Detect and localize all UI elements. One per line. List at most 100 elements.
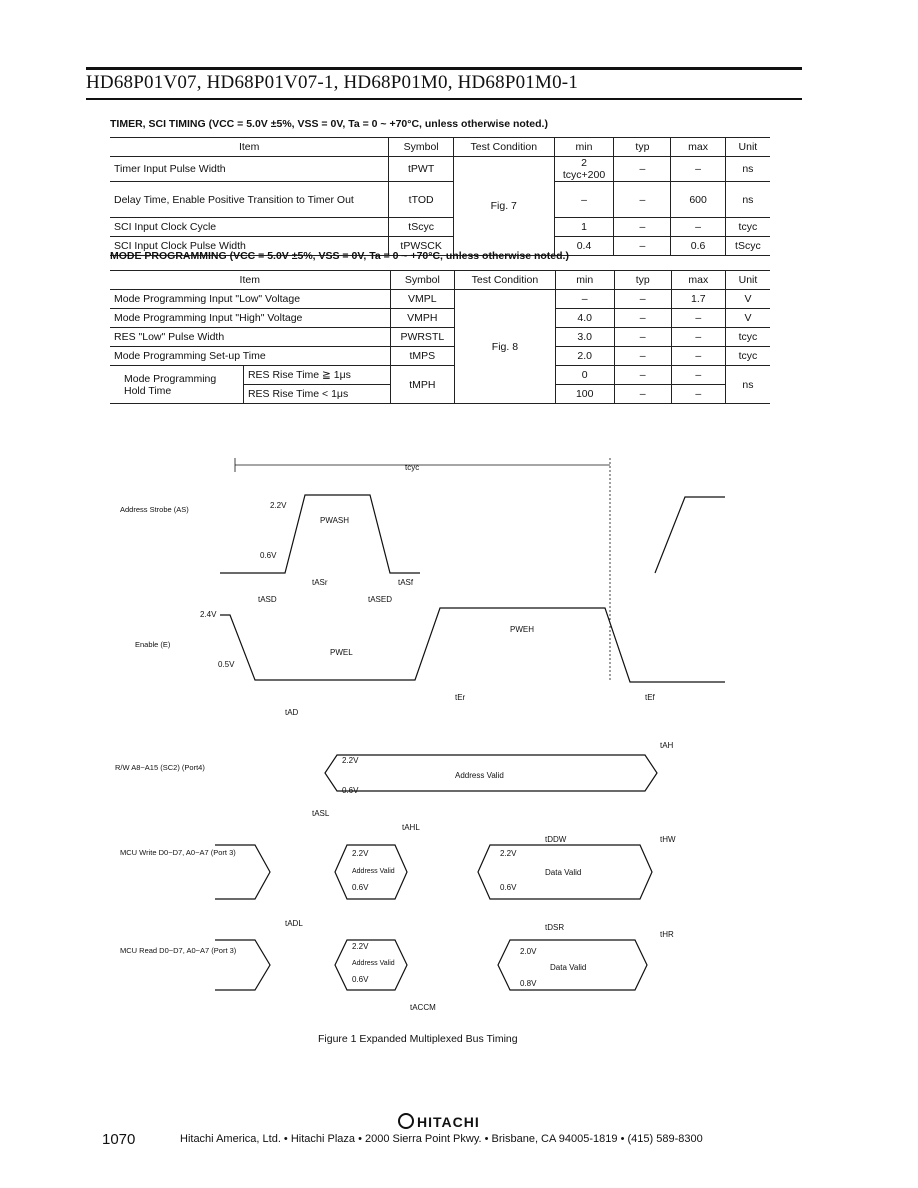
cell-typ: – bbox=[613, 156, 671, 182]
r-address-valid: Address Valid bbox=[352, 960, 395, 967]
cell-typ: – bbox=[613, 236, 671, 256]
table-row: SCI Input Clock Pulse Width tPWSCK 0.4 –… bbox=[110, 236, 770, 256]
pweh-label: PWEH bbox=[510, 625, 534, 634]
table-row: Mode Programming Hold Time RES Rise Time… bbox=[110, 365, 770, 404]
table-row: Mode Programming Set-up Time tMPS 2.0 – … bbox=[110, 346, 770, 366]
taccm-label: tACCM bbox=[410, 1003, 436, 1012]
tasf-label: tASf bbox=[398, 578, 414, 587]
tdsr-label: tDSR bbox=[545, 923, 564, 932]
w-data-0v6: 0.6V bbox=[500, 883, 517, 892]
col-max: max bbox=[670, 270, 726, 290]
table-header-row: Item Symbol Test Condition min typ max U… bbox=[110, 270, 770, 290]
tad-label: tAD bbox=[285, 708, 299, 717]
col-symbol: Symbol bbox=[389, 270, 455, 290]
document-title: HD68P01V07, HD68P01V07-1, HD68P01M0, HD6… bbox=[86, 72, 579, 93]
cell-typ: – bbox=[613, 346, 672, 366]
cell-sub-item: RES Rise Time < 1μs bbox=[242, 384, 390, 404]
mode-programming-table: Item Symbol Test Condition min typ max U… bbox=[110, 270, 770, 404]
cell-min: 1 bbox=[553, 217, 614, 237]
r-0v6: 0.6V bbox=[352, 975, 369, 984]
r-0v8: 0.8V bbox=[520, 979, 537, 988]
rw-2v2: 2.2V bbox=[342, 756, 359, 765]
w-data-valid: Data Valid bbox=[545, 868, 581, 877]
ter-label: tEr bbox=[455, 693, 466, 702]
w-address-valid: Address Valid bbox=[352, 868, 395, 875]
tef-label: tEf bbox=[645, 693, 656, 702]
header-rule-bottom bbox=[86, 98, 802, 100]
cell-typ: – bbox=[613, 327, 672, 347]
cell-min: 4.0 bbox=[554, 308, 615, 328]
cell-unit: V bbox=[724, 308, 770, 328]
cell-item: Timer Input Pulse Width bbox=[110, 156, 389, 182]
cell-unit: tcyc bbox=[724, 327, 770, 347]
cell-max: – bbox=[670, 365, 726, 385]
col-unit: Unit bbox=[724, 270, 770, 290]
cell-item: Mode Programming Input "High" Voltage bbox=[110, 308, 390, 328]
cell-typ: – bbox=[613, 289, 672, 309]
cell-symbol: tMPH bbox=[389, 365, 455, 404]
cell-symbol: tMPS bbox=[389, 346, 455, 366]
cell-min: 100 bbox=[554, 384, 615, 404]
cell-item: SCI Input Clock Cycle bbox=[110, 217, 389, 237]
cell-unit: ns bbox=[724, 156, 770, 182]
tasd-label: tASD bbox=[258, 595, 277, 604]
cell-item: Delay Time, Enable Positive Transition t… bbox=[110, 181, 389, 218]
cell-symbol: tTOD bbox=[388, 181, 454, 218]
as-label: Address Strobe (AS) bbox=[120, 505, 189, 514]
col-item: Item bbox=[110, 137, 389, 157]
pwash-label: PWASH bbox=[320, 516, 349, 525]
bus-timing-diagram: tcyc Address Strobe (AS) 2.2V 0.6V PWASH… bbox=[115, 458, 725, 1012]
cell-typ: – bbox=[613, 384, 672, 404]
mode-programming-title: MODE PROGRAMMING (VCC = 5.0V ±5%, VSS = … bbox=[110, 250, 569, 262]
timer-sci-table: Item Symbol Test Condition min typ max U… bbox=[110, 137, 770, 256]
cell-max: – bbox=[670, 327, 726, 347]
e-2v4: 2.4V bbox=[200, 610, 217, 619]
r-2v0: 2.0V bbox=[520, 947, 537, 956]
cell-item: Mode Programming Hold Time bbox=[110, 365, 244, 404]
cell-symbol: PWRSTL bbox=[389, 327, 455, 347]
rw-label: R/W A8~A15 (SC2) (Port4) bbox=[115, 763, 205, 772]
rw-waveform: R/W A8~A15 (SC2) (Port4) 2.2V 0.6V Addre… bbox=[115, 741, 674, 832]
table-row: Timer Input Pulse Width tPWT Fig. 7 2 tc… bbox=[110, 156, 770, 256]
cell-cond: Fig. 8 bbox=[454, 289, 556, 404]
cell-item: Mode Programming Set-up Time bbox=[110, 346, 390, 366]
cell-item: RES "Low" Pulse Width bbox=[110, 327, 390, 347]
col-min: min bbox=[554, 270, 615, 290]
col-min: min bbox=[553, 137, 614, 157]
as-0v6: 0.6V bbox=[260, 551, 277, 560]
cell-unit: tScyc bbox=[724, 236, 770, 256]
cell-min: – bbox=[553, 181, 614, 218]
cell-cond: Fig. 7 bbox=[452, 156, 555, 256]
cell-typ: – bbox=[613, 181, 671, 218]
table-row: RES "Low" Pulse Width PWRSTL 3.0 – – tcy… bbox=[110, 327, 770, 347]
cell-typ: – bbox=[613, 217, 671, 237]
cell-min: 2.0 bbox=[554, 346, 615, 366]
cell-item: Mode Programming Input "Low" Voltage bbox=[110, 289, 390, 309]
enable-waveform: Enable (E) 2.4V 0.5V PWEL PWEH tEr tEf t… bbox=[135, 607, 725, 717]
cell-max: – bbox=[670, 217, 726, 237]
tddw-label: tDDW bbox=[545, 835, 567, 844]
table-row: Mode Programming Input "Low" Voltage VMP… bbox=[110, 289, 770, 404]
tasl-label: tASL bbox=[312, 809, 330, 818]
col-unit: Unit bbox=[724, 137, 770, 157]
r-data-valid: Data Valid bbox=[550, 963, 586, 972]
tah-label: tAH bbox=[660, 741, 674, 750]
col-test-condition: Test Condition bbox=[454, 270, 556, 290]
rw-0v6: 0.6V bbox=[342, 786, 359, 795]
read-label: MCU Read D0~D7, A0~A7 (Port 3) bbox=[120, 946, 237, 955]
col-typ: typ bbox=[613, 270, 672, 290]
table-row: Mode Programming Input "High" Voltage VM… bbox=[110, 308, 770, 328]
cell-symbol: tPWT bbox=[388, 156, 454, 182]
cell-sub-item: RES Rise Time ≧ 1μs bbox=[242, 365, 390, 385]
w-2v2: 2.2V bbox=[352, 849, 369, 858]
page-number: 1070 bbox=[102, 1131, 136, 1148]
w-data-2v2: 2.2V bbox=[500, 849, 517, 858]
rw-address-valid: Address Valid bbox=[455, 771, 504, 780]
table-row: SCI Input Clock Cycle tScyc 1 – – tcyc bbox=[110, 217, 770, 237]
timer-sci-title: TIMER, SCI TIMING (VCC = 5.0V ±5%, VSS =… bbox=[110, 118, 548, 130]
cell-typ: – bbox=[613, 365, 672, 385]
as-waveform: Address Strobe (AS) 2.2V 0.6V PWASH tASr… bbox=[120, 494, 725, 604]
cell-unit: tcyc bbox=[724, 217, 770, 237]
cell-min: 2 tcyc+200 bbox=[553, 156, 614, 182]
cell-symbol: tScyc bbox=[388, 217, 454, 237]
